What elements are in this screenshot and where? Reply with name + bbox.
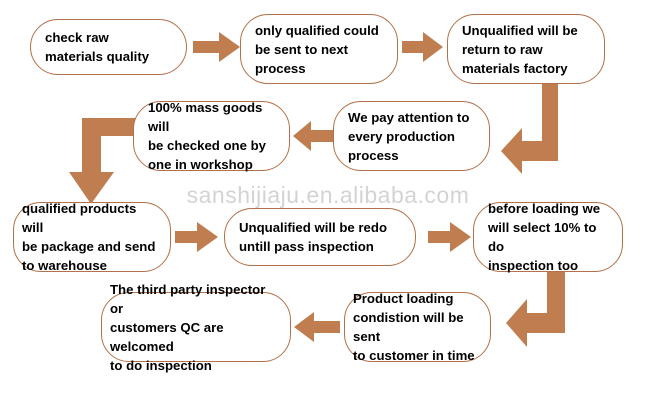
flow-node-qualified-products-package[interactable]: qualified products will be package and s… — [13, 201, 171, 273]
flow-node-unqualified-redo[interactable]: Unqualified will be redo untill pass ins… — [224, 208, 416, 266]
flow-node-label: Unqualified will be redo untill pass ins… — [239, 220, 388, 254]
flow-node-product-loading-condition[interactable]: Product loading condistion will be sent … — [344, 291, 491, 363]
flow-node-label: The third party inspector or customers Q… — [110, 281, 266, 373]
arrow-elbow-n8-n10 — [505, 271, 567, 353]
arrow-elbow-n3-n5 — [500, 84, 560, 182]
flow-node-before-loading-select-10[interactable]: before loading we will select 10% to do … — [473, 201, 623, 273]
arrow-right-n7-n8 — [428, 221, 472, 253]
flow-node-only-qualified-next-process[interactable]: only qualified could be sent to next pro… — [240, 14, 398, 84]
flow-node-label: 100% mass goods will be checked one by o… — [148, 100, 266, 172]
flow-node-label: only qualified could be sent to next pro… — [255, 22, 379, 76]
arrow-right-n2-n3 — [402, 31, 444, 63]
flow-node-third-party-inspector[interactable]: The third party inspector or customers Q… — [101, 282, 291, 373]
arrow-right-n6-n7 — [175, 221, 219, 253]
arrow-left-n5-n4 — [292, 120, 338, 152]
flow-node-100-percent-mass-goods[interactable]: 100% mass goods will be checked one by o… — [133, 100, 290, 172]
flow-node-we-pay-attention[interactable]: We pay attention to every production pro… — [333, 101, 490, 171]
flow-node-label: Unqualified will be return to raw materi… — [462, 22, 578, 76]
flow-node-label: qualified products will be package and s… — [22, 201, 156, 273]
flow-node-label: Product loading condistion will be sent … — [353, 291, 475, 363]
flow-node-check-raw-materials[interactable]: check raw materials quality — [30, 19, 187, 75]
flow-node-label: before loading we will select 10% to do … — [488, 201, 601, 273]
arrow-left-n10-n9 — [293, 311, 341, 343]
flow-node-label: We pay attention to every production pro… — [348, 109, 470, 163]
arrow-elbow-n4-n6 — [68, 118, 140, 206]
flow-node-unqualified-return-raw[interactable]: Unqualified will be return to raw materi… — [447, 14, 605, 84]
arrow-right-n1-n2 — [193, 31, 241, 63]
flow-node-label: check raw materials quality — [45, 30, 150, 64]
